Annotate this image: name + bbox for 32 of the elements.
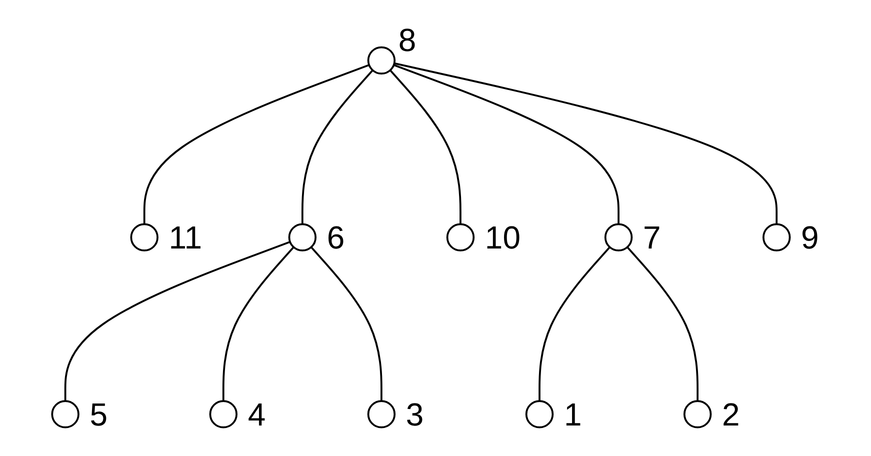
node-circle: [446, 223, 475, 252]
node-circle: [288, 223, 317, 252]
node-number: 8: [398, 22, 416, 58]
connector: [222, 246, 294, 402]
connector: [394, 62, 778, 224]
connector: [143, 64, 370, 224]
node-number: 9: [801, 220, 819, 256]
node-circle: [604, 223, 633, 252]
connector: [310, 246, 382, 402]
node-number: 7: [643, 220, 661, 256]
node-circle: [762, 223, 791, 252]
node-circle: [51, 400, 80, 428]
node-circle: [209, 400, 238, 428]
connector: [626, 246, 699, 402]
connector: [64, 241, 290, 402]
node-number: 2: [722, 396, 740, 432]
node-circle: [683, 400, 712, 428]
node-number: 11: [168, 220, 202, 256]
node-circle: [130, 223, 158, 252]
connector: [538, 246, 610, 402]
node-circle: [367, 46, 396, 75]
node-number: 1: [564, 396, 582, 432]
connector: [390, 70, 462, 224]
connector: [301, 70, 374, 224]
connector: [393, 64, 620, 224]
node-number: 4: [248, 396, 266, 432]
node-number: 6: [326, 220, 345, 256]
node-number: 5: [90, 396, 108, 432]
node-number: 3: [406, 396, 424, 432]
node-number: 10: [484, 220, 520, 256]
node-circle: [367, 400, 396, 428]
node-circle: [525, 400, 554, 428]
